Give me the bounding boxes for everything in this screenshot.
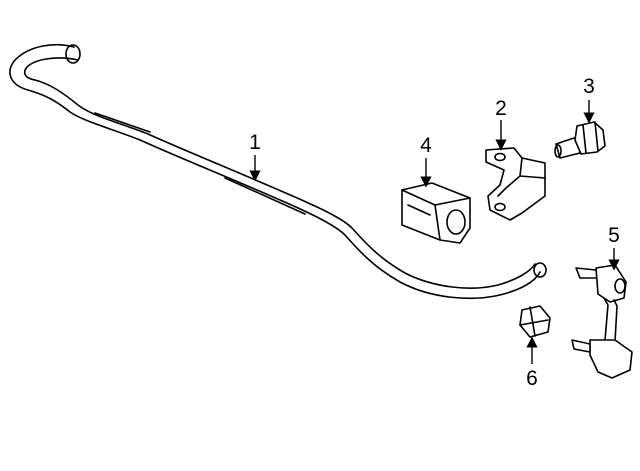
- callout-1: 1: [249, 131, 261, 154]
- bracket: [485, 147, 546, 221]
- nut: [519, 305, 551, 338]
- stabilizer-bar: [9, 44, 547, 300]
- bolt: [554, 121, 606, 159]
- callout-4: 4: [420, 134, 432, 157]
- stabilizer-link: [571, 264, 633, 379]
- callout-3: 3: [583, 75, 595, 98]
- callout-6: 6: [526, 367, 538, 390]
- callout-2: 2: [495, 97, 507, 120]
- bushing: [401, 182, 471, 244]
- callout-5: 5: [608, 224, 620, 247]
